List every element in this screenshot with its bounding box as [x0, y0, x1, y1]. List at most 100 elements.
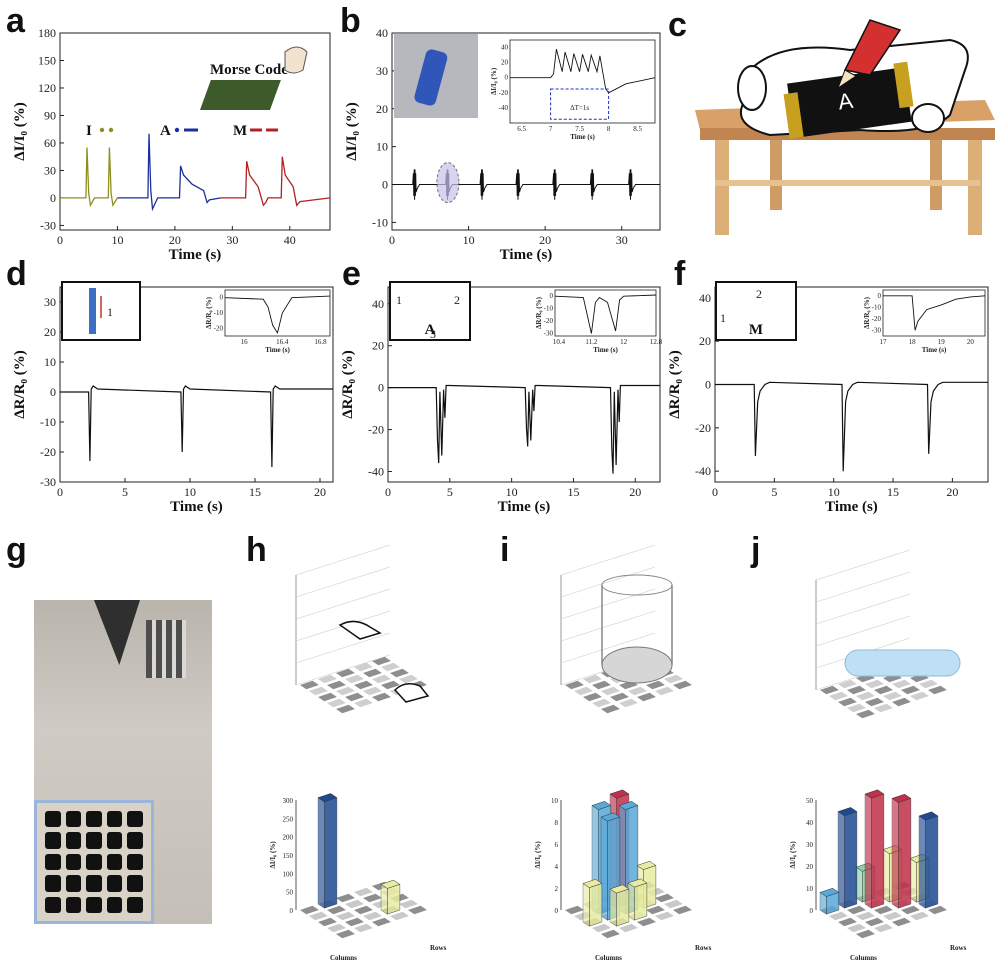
inset-frame [224, 289, 331, 337]
stroke-legend-box [389, 281, 471, 341]
floor-cell [865, 697, 884, 707]
floor-cell [336, 911, 355, 921]
stroke-legend-box [715, 281, 797, 341]
floor-cell [919, 679, 938, 689]
rows-label: Rows [950, 944, 967, 952]
y-tick-label: -10 [372, 215, 388, 229]
z-tick-label: 10 [806, 885, 814, 893]
inset-trace [224, 295, 331, 335]
columns-label: Columns [330, 954, 357, 962]
x-tick-label: 15 [887, 485, 899, 499]
y-tick-label: 0 [378, 381, 384, 395]
floor-cell [583, 692, 602, 702]
sensor-cell [45, 811, 61, 828]
floor-cell [673, 680, 692, 690]
floor-cell [838, 917, 857, 927]
sensor-cell [86, 875, 102, 892]
floor-cell [892, 697, 911, 707]
floor-cell [865, 917, 884, 927]
y-tick-label: 20 [376, 102, 388, 116]
floor-cell [901, 685, 920, 695]
hand-icon [284, 46, 308, 74]
floor-cell [381, 662, 400, 672]
x-tick-label: 10 [506, 485, 518, 499]
inset-y-tick: 20 [501, 59, 509, 67]
inset-y-label: ΔR/R₀ (%) [205, 296, 213, 329]
z-tick-label: 50 [806, 797, 814, 805]
y-tick-label: 0 [705, 378, 711, 392]
x-axis-label: Time (s) [169, 247, 222, 263]
floor-cell [354, 905, 373, 915]
panel-label-i: i [500, 531, 510, 569]
bar-4-4 [380, 879, 401, 915]
sensor-cell [45, 896, 61, 913]
bar-2-4 [609, 884, 630, 927]
chart-j [815, 549, 961, 719]
letter-I-icon [89, 288, 96, 334]
morse-dot [108, 127, 114, 133]
grid-line [295, 544, 391, 576]
x-tick-label: 10 [111, 233, 123, 247]
panel-label-d: d [6, 255, 27, 293]
z-tick-label: 0 [290, 907, 294, 915]
z-tick-label: 200 [283, 834, 294, 842]
highlight-ellipse [436, 162, 460, 204]
y-tick-label: 10 [376, 140, 388, 154]
y-tick-label: 30 [376, 64, 388, 78]
x-tick-label: 20 [946, 485, 958, 499]
x-tick-label: 15 [249, 485, 261, 499]
sensor-cell [86, 832, 102, 849]
floor-cell [327, 698, 346, 708]
x-tick-label: 0 [57, 485, 63, 499]
floor-cell [336, 893, 355, 903]
sensor-cell [106, 811, 123, 828]
floor-cell [354, 887, 373, 897]
inset-y-tick: 0 [878, 292, 882, 300]
inset-y-tick: -30 [544, 330, 554, 338]
floor-cell [354, 662, 373, 672]
y-tick-label: 20 [699, 334, 711, 348]
sensor-array-patch [146, 620, 186, 678]
x-tick-label: 10 [463, 233, 475, 247]
floor-cell [592, 923, 611, 933]
inset-x-label: Time (s) [593, 346, 618, 354]
floor-cell [408, 905, 427, 915]
y-axis-label: ΔR/R₀ (%) [340, 350, 356, 418]
inset-x-tick: 16.4 [276, 338, 289, 346]
series-I [60, 147, 118, 208]
x-tick-label: 5 [447, 485, 453, 499]
floor-cell [856, 911, 875, 921]
series-A [117, 133, 222, 212]
y-tick-label: 40 [372, 297, 384, 311]
pointing-hand-icon [393, 683, 430, 703]
y-axis-label: ΔR/R₀ (%) [12, 350, 28, 418]
x-tick-label: 40 [284, 233, 296, 247]
inset-y-tick: 0 [505, 74, 509, 82]
bar-side [837, 811, 845, 909]
floor-cell [619, 923, 638, 933]
floor-cell [637, 692, 656, 702]
floor-cell [345, 917, 364, 927]
z-tick-label: 2 [555, 885, 559, 893]
floor-cell [892, 679, 911, 689]
inset-y-tick: -20 [214, 324, 224, 332]
inset-frame [554, 289, 657, 337]
bar-front [898, 798, 912, 909]
morse-dot [174, 127, 180, 133]
y-tick-label: -30 [40, 218, 56, 232]
stroke-number: 1 [396, 293, 402, 307]
grid-line [815, 549, 911, 581]
y-tick-label: -10 [40, 415, 56, 429]
y-tick-label: -20 [695, 421, 711, 435]
z-tick-label: 250 [283, 815, 294, 823]
morse-letter-A: A [160, 123, 171, 139]
floor-cell [601, 686, 620, 696]
y-tick-label: -40 [695, 464, 711, 478]
inset-x-label: Time (s) [570, 133, 595, 141]
morse-letter-M: M [233, 123, 247, 139]
